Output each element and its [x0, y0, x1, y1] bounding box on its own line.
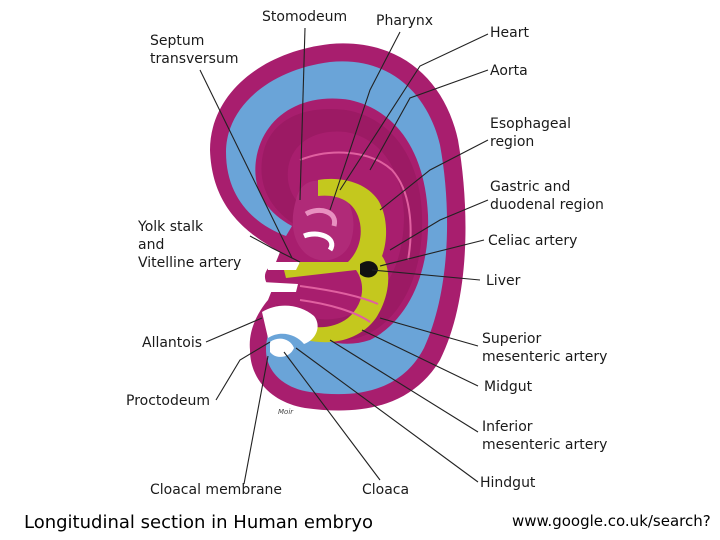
- label-aorta: Aorta: [490, 63, 528, 79]
- embryo-body: [210, 43, 466, 411]
- leader-pharynx: [329, 31, 401, 211]
- allantois-lumen: [262, 305, 318, 344]
- label-cloaca: Cloaca: [362, 482, 409, 498]
- label-cloacal-membrane: Cloacal membrane: [150, 482, 282, 498]
- label-gastric-line2: duodenal region: [490, 197, 604, 213]
- liver-mark: [360, 261, 378, 278]
- leader-cloaca: [283, 351, 381, 481]
- label-superior-line1: Superior: [482, 331, 541, 347]
- leader-cloacal-membrane: [243, 355, 269, 485]
- inner-mesoderm: [261, 108, 423, 341]
- label-gastric-line1: Gastric and: [490, 179, 570, 195]
- label-heart: Heart: [490, 25, 529, 41]
- label-superior-line2: mesenteric artery: [482, 349, 607, 365]
- stalk-gap-2: [262, 282, 298, 292]
- leader-heart: [339, 33, 489, 191]
- blue-layer: [226, 61, 448, 395]
- label-midgut: Midgut: [484, 379, 533, 395]
- leader-superior: [379, 317, 479, 347]
- leader-yolk: [249, 235, 301, 263]
- label-septum-line2: transversum: [150, 51, 238, 67]
- label-septum-line1: Septum: [150, 33, 204, 49]
- heart-loop-1: [304, 208, 338, 227]
- leader-gastric: [389, 199, 489, 251]
- leader-hindgut: [295, 347, 479, 483]
- endoderm-gut: [282, 178, 389, 343]
- cloaca-white: [270, 338, 294, 357]
- label-esophageal-line1: Esophageal: [490, 116, 571, 132]
- label-hindgut: Hindgut: [480, 475, 536, 491]
- leader-stomodeum: [299, 27, 306, 201]
- leader-lines: [199, 27, 489, 485]
- label-stomodeum: Stomodeum: [262, 9, 347, 25]
- leader-proctodeum: [215, 341, 271, 401]
- caption-source: www.google.co.uk/search?: [512, 512, 711, 530]
- label-yolk-line2: and: [138, 237, 164, 253]
- label-esophageal-line2: region: [490, 134, 534, 150]
- label-pharynx: Pharynx: [376, 13, 433, 29]
- gut-midline-2: [299, 299, 371, 323]
- aorta-vessel: [299, 151, 412, 261]
- label-celiac: Celiac artery: [488, 233, 577, 249]
- label-yolk-line1: Yolk stalk: [137, 219, 204, 235]
- leader-celiac: [379, 239, 485, 267]
- stalk-gap: [268, 262, 300, 270]
- heart-region: [292, 180, 354, 261]
- leader-aorta: [369, 69, 489, 171]
- label-inferior-line2: mesenteric artery: [482, 437, 607, 453]
- label-yolk-line3: Vitelline artery: [138, 255, 241, 271]
- leader-liver: [371, 269, 481, 281]
- leader-midgut: [361, 329, 479, 387]
- signature-text: Moir: [278, 408, 294, 416]
- label-allantois: Allantois: [142, 335, 202, 351]
- label-proctodeum: Proctodeum: [126, 393, 210, 409]
- label-inferior-line1: Inferior: [482, 419, 533, 435]
- labels: Stomodeum Pharynx Septum transversum Hea…: [126, 9, 607, 498]
- heart-loop-2: [303, 231, 335, 252]
- leader-allantois: [205, 317, 263, 343]
- leader-septum: [199, 69, 293, 259]
- label-liver: Liver: [486, 273, 521, 289]
- leader-inferior: [329, 339, 479, 433]
- caption-title: Longitudinal section in Human embryo: [24, 512, 374, 533]
- leader-esophageal: [379, 139, 489, 211]
- gut-midline: [299, 285, 379, 305]
